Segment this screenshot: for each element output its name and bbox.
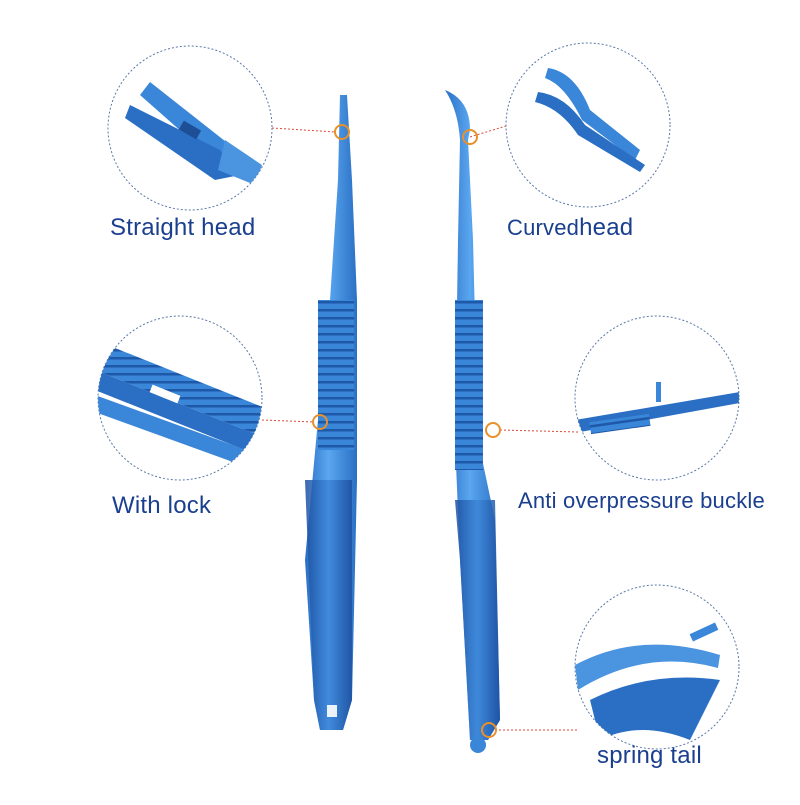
straight-tweezer — [305, 95, 357, 730]
label-curved-word: Curved — [507, 215, 580, 240]
label-straight-head: Straight head — [110, 214, 256, 241]
detail-with-lock — [97, 315, 263, 481]
detail-buckle — [574, 315, 740, 481]
detail-spring-tail — [574, 584, 740, 750]
label-with-lock: With lock — [112, 492, 212, 519]
curved-tweezer — [445, 90, 500, 753]
label-spring-tail: spring tail — [597, 742, 702, 769]
detail-curved-head — [505, 42, 671, 208]
detail-straight-head — [107, 45, 273, 211]
leader-lines — [261, 125, 579, 731]
label-curved-head: Curvedhead — [507, 214, 633, 242]
label-anti-overpressure: Anti overpressure buckle — [518, 488, 765, 513]
callout-rings — [312, 124, 501, 738]
label-head-word: head — [579, 214, 634, 241]
